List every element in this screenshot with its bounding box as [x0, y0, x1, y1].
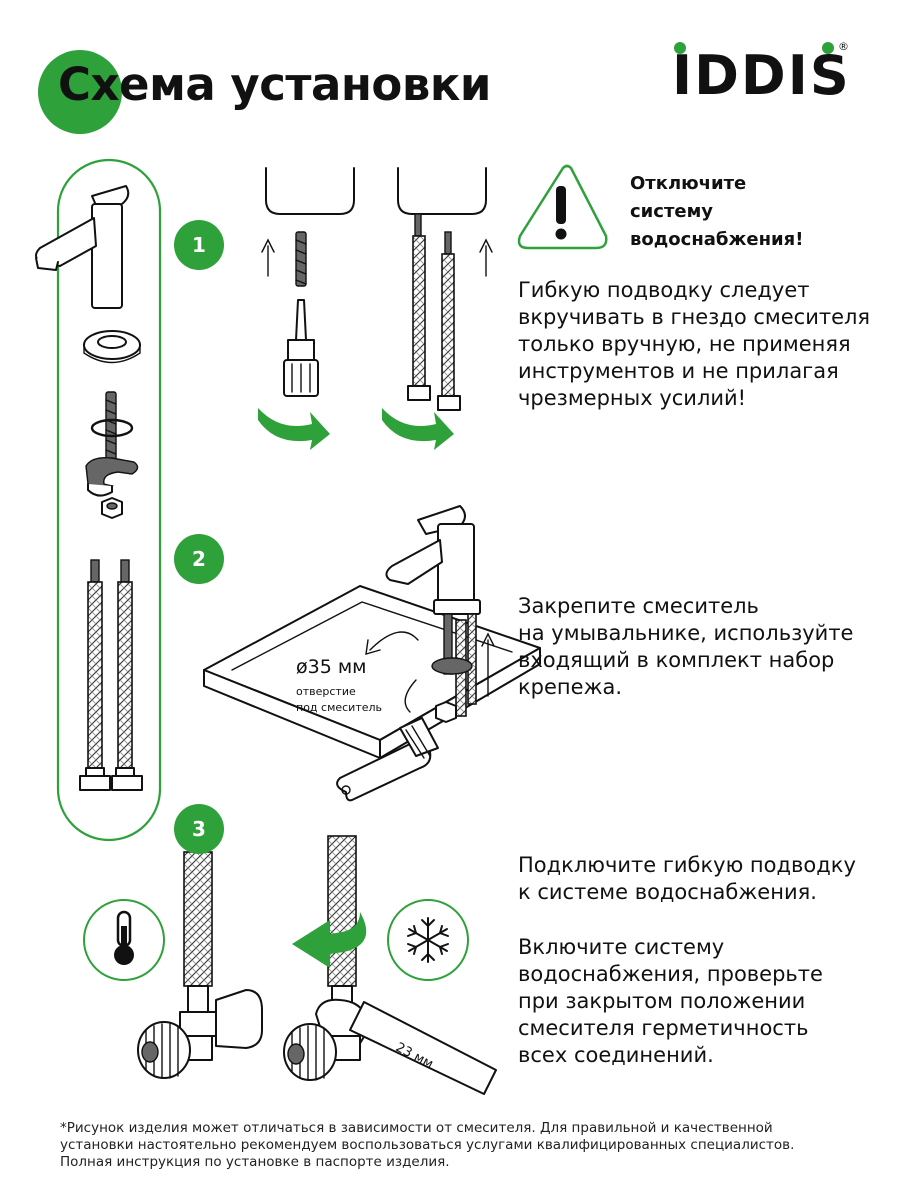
flex-hoses-kit-icon [79, 559, 143, 791]
hot-water-circle [83, 899, 165, 981]
step3-connect-text: Подключите гибкую подводку к системе вод… [518, 853, 856, 904]
thermometer-icon [114, 910, 134, 965]
nut-icon [101, 497, 123, 519]
hole-diameter-note: отверстие под смеситель [296, 685, 383, 714]
hole-diameter-label: ø35 мм [296, 656, 367, 678]
faucet-mounting-icon [365, 505, 495, 723]
hot-valve-illustration [137, 851, 263, 1079]
snowflake-icon [407, 917, 449, 963]
faucet-kit-icon [35, 185, 130, 309]
warning-text: Отключите систему водоснабжения! [630, 173, 804, 250]
gasket-ring-icon [83, 330, 141, 364]
cold-water-circle [387, 899, 469, 981]
step-badge-1: 1 [174, 220, 224, 270]
page-title: Схема установки [58, 58, 491, 111]
logo-wordmark: IDDIS [672, 44, 851, 107]
rotate-arrow-icon [382, 408, 454, 450]
footnote: *Рисунок изделия может отличаться в зави… [60, 1120, 795, 1170]
turn-arrow-icon [292, 912, 367, 968]
rotate-arrow-icon [258, 408, 330, 450]
logo-registered-mark: ® [838, 40, 849, 53]
brand-logo: IDDIS ® [672, 40, 852, 112]
wrench-icon [336, 679, 439, 802]
stud-icon [90, 391, 134, 463]
step1-stud-illustration [261, 167, 355, 397]
horseshoe-washer-icon [85, 456, 139, 497]
logo-dot-icon [822, 42, 834, 54]
step2-instructions: Закрепите смеситель на умывальнике, испо… [518, 594, 854, 699]
title-accent-circle [38, 50, 122, 134]
step-badge-3: 3 [174, 804, 224, 854]
step-badge-2: 2 [174, 534, 224, 584]
step3-check-text: Включите систему водоснабжения, проверьт… [518, 935, 823, 1067]
logo-dot-icon [674, 42, 686, 54]
warning-triangle-icon [517, 164, 608, 250]
kit-outline [56, 158, 162, 842]
step1-hoses-illustration [397, 167, 493, 411]
sink-slab-illustration [203, 585, 541, 759]
cold-valve-illustration [283, 835, 497, 1095]
step1-instructions: Гибкую подводку следует вкручивать в гне… [518, 278, 871, 410]
